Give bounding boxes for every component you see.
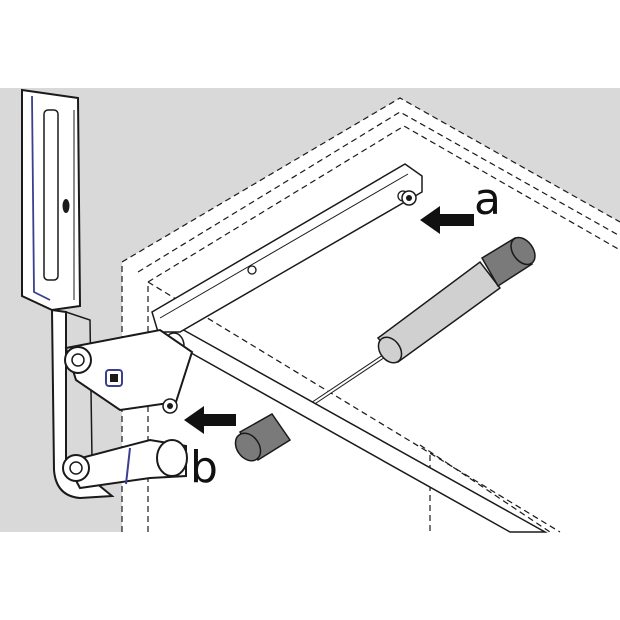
plate-hole (247, 265, 257, 275)
callout-label-a: a (474, 174, 501, 225)
arrow-right-icon (420, 206, 474, 234)
callout-label-b: b (190, 442, 218, 493)
mounting-plate (151, 163, 423, 333)
arrow-right-icon (184, 406, 236, 434)
gas-spring (234, 236, 536, 462)
lift-arm (21, 88, 194, 500)
